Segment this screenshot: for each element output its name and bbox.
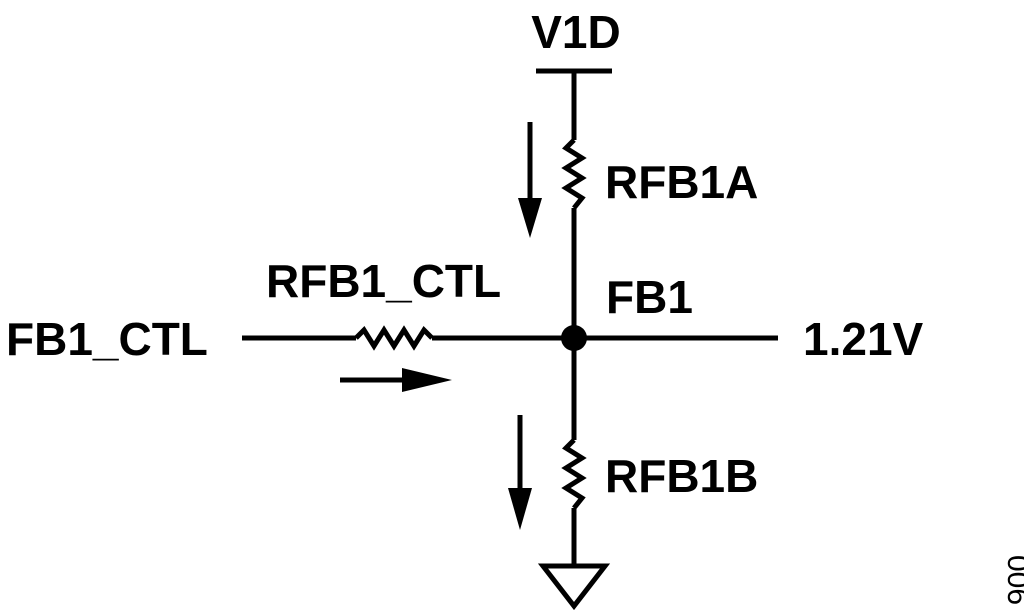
resistor-rfb1b [561,438,587,510]
current-arrow-bottom-head [508,488,532,530]
resistor-rfb1a-label: RFB1A [605,156,758,208]
resistor-rfb1b-label: RFB1B [605,450,758,502]
input-label: FB1_CTL [6,313,208,365]
resistor-rfb1-ctl [354,325,434,351]
current-arrow-ctl-head [402,368,452,392]
current-arrow-top-head [518,198,542,238]
resistor-rfb1-ctl-label: RFB1_CTL [266,255,501,307]
supply-label: V1D [531,6,620,58]
ground-icon [537,563,611,611]
voltage-label: 1.21V [803,313,924,365]
node-fb1-label: FB1 [606,271,693,323]
figure-number: 006 [1001,555,1024,605]
resistor-rfb1a [561,138,587,210]
